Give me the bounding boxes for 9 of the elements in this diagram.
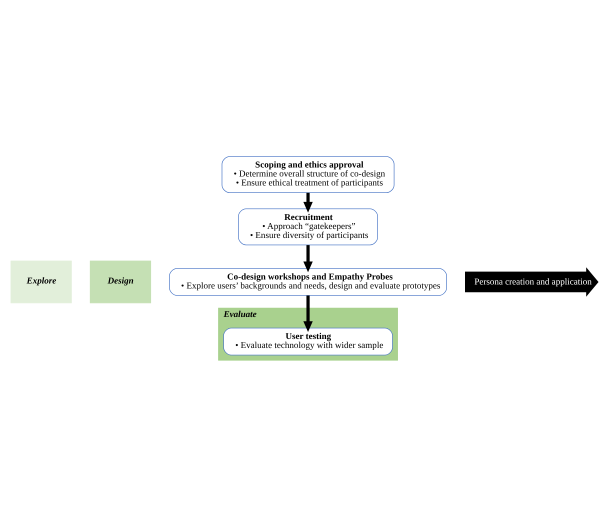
arrow [303,295,313,332]
node-box: Design [90,260,152,303]
node-box: Co-design workshops and Empathy Probes • Explore users’ backgrounds and needs, design and evaluate prototypes [169,268,447,296]
arrow [303,244,313,272]
arrow [303,192,313,212]
node-box: Explore [10,260,72,303]
node-box: Scoping and ethics approval • Determine overall structure of co-design • Ensure ethical treatment of participants [222,156,394,192]
node-box: User testing • Evaluate technology with wider sample [223,327,393,355]
node-box: Recruitment • Approach “gatekeepers” • Ensure diversity of participants [238,208,378,245]
